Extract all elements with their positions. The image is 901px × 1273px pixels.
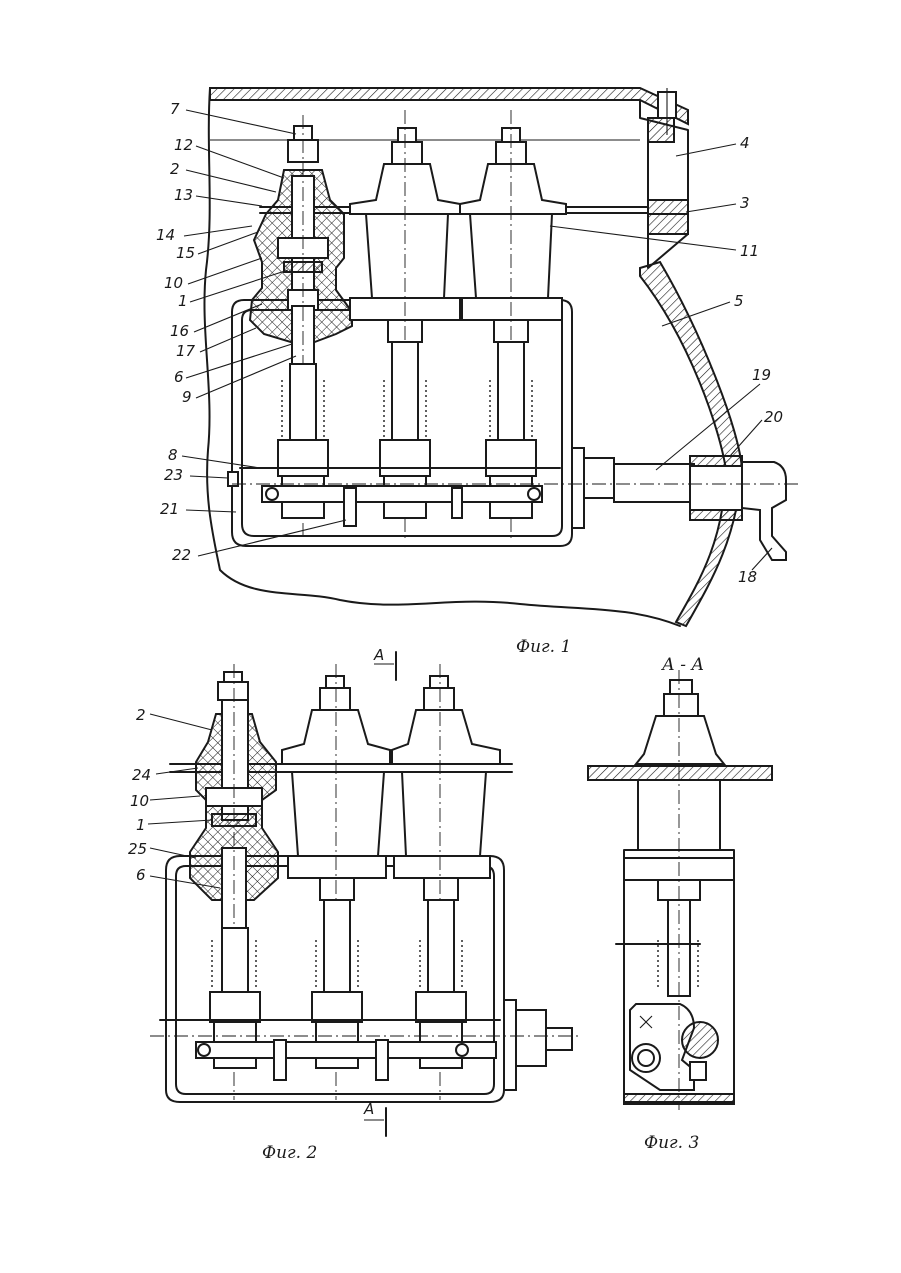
label-7: 7 <box>170 100 180 118</box>
label-6: 6 <box>174 368 184 386</box>
fig2-label-24: 24 <box>132 766 151 784</box>
fig2-label-1: 1 <box>136 816 146 834</box>
coupling-disc <box>572 448 584 528</box>
fig2-label-25: 25 <box>128 840 147 858</box>
label-2: 2 <box>170 160 180 178</box>
fig2-labels: 2 24 10 1 25 6 <box>128 706 151 884</box>
figure-1: 7 12 2 13 14 15 10 1 16 17 6 9 8 23 21 2… <box>156 88 800 657</box>
label-20: 20 <box>764 408 783 426</box>
label-12: 12 <box>174 136 193 154</box>
main-shaft-22 <box>262 486 542 502</box>
fig3-mounting-plate <box>588 766 772 780</box>
figure-3: А - А Фиг. 3 <box>588 655 772 1153</box>
label-21: 21 <box>160 500 179 518</box>
label-19: 19 <box>752 366 771 384</box>
fig2-coupling <box>504 1000 516 1090</box>
fig2-label-6: 6 <box>136 866 146 884</box>
cabinet-top-wall <box>210 88 688 124</box>
label-8: 8 <box>168 446 178 464</box>
label-17: 17 <box>176 342 196 360</box>
label-22: 22 <box>172 546 191 564</box>
label-9: 9 <box>182 388 192 406</box>
label-1: 1 <box>178 292 188 310</box>
fig2-label-10: 10 <box>130 792 149 810</box>
plate-3-end <box>648 200 688 214</box>
label-23: 23 <box>164 466 183 484</box>
label-18: 18 <box>738 568 757 586</box>
bracket-top <box>648 118 674 142</box>
label-4: 4 <box>740 134 750 152</box>
fig3-section-title: А - А <box>661 655 704 675</box>
figure-2: А А <box>128 646 580 1163</box>
label-16: 16 <box>170 322 189 340</box>
label-14: 14 <box>156 226 175 244</box>
fig3-caption: Фиг. 3 <box>644 1133 699 1153</box>
fig3-shaft-section <box>682 1022 718 1058</box>
section-mark-bottom: А <box>363 1100 386 1136</box>
bracket-lower <box>648 214 688 234</box>
handle-18 <box>742 462 786 560</box>
fig3-insulator-top <box>636 716 724 764</box>
section-mark-top: А <box>373 646 396 680</box>
fig2-caption: Фиг. 2 <box>262 1143 317 1163</box>
bushing-20-top <box>690 456 742 466</box>
label-11: 11 <box>740 242 759 260</box>
label-15: 15 <box>176 244 195 262</box>
svg-text:А: А <box>373 646 384 664</box>
fig2-label-2: 2 <box>136 706 146 724</box>
insulator-cylinder <box>366 214 448 298</box>
curved-door-5 <box>640 262 742 626</box>
label-5: 5 <box>734 292 744 310</box>
label-10: 10 <box>164 274 183 292</box>
fig2-main-shaft <box>196 1042 496 1058</box>
drive-shaft-19 <box>614 464 694 502</box>
label-3: 3 <box>740 194 750 212</box>
fig1-caption: Фиг. 1 <box>516 637 571 657</box>
label-13: 13 <box>174 186 193 204</box>
bushing-20-bottom <box>690 510 742 520</box>
